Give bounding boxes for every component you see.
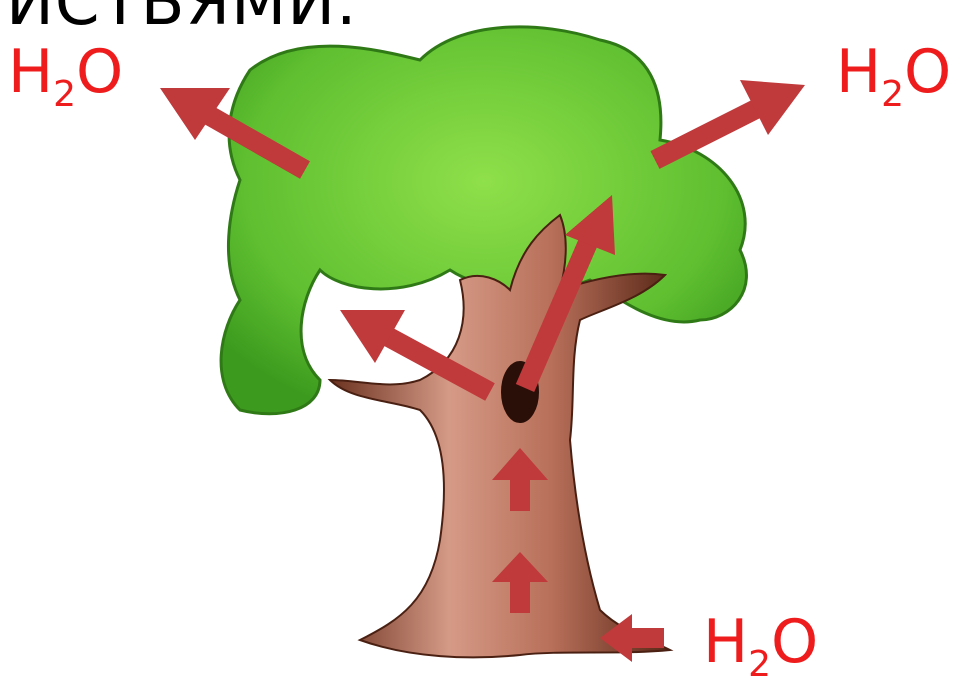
h2o-label-left: H2O bbox=[8, 42, 123, 125]
h2o-label-right: H2O bbox=[836, 42, 951, 125]
h2o-label-root: H2O bbox=[703, 612, 818, 695]
arrow-up-right bbox=[655, 80, 805, 160]
